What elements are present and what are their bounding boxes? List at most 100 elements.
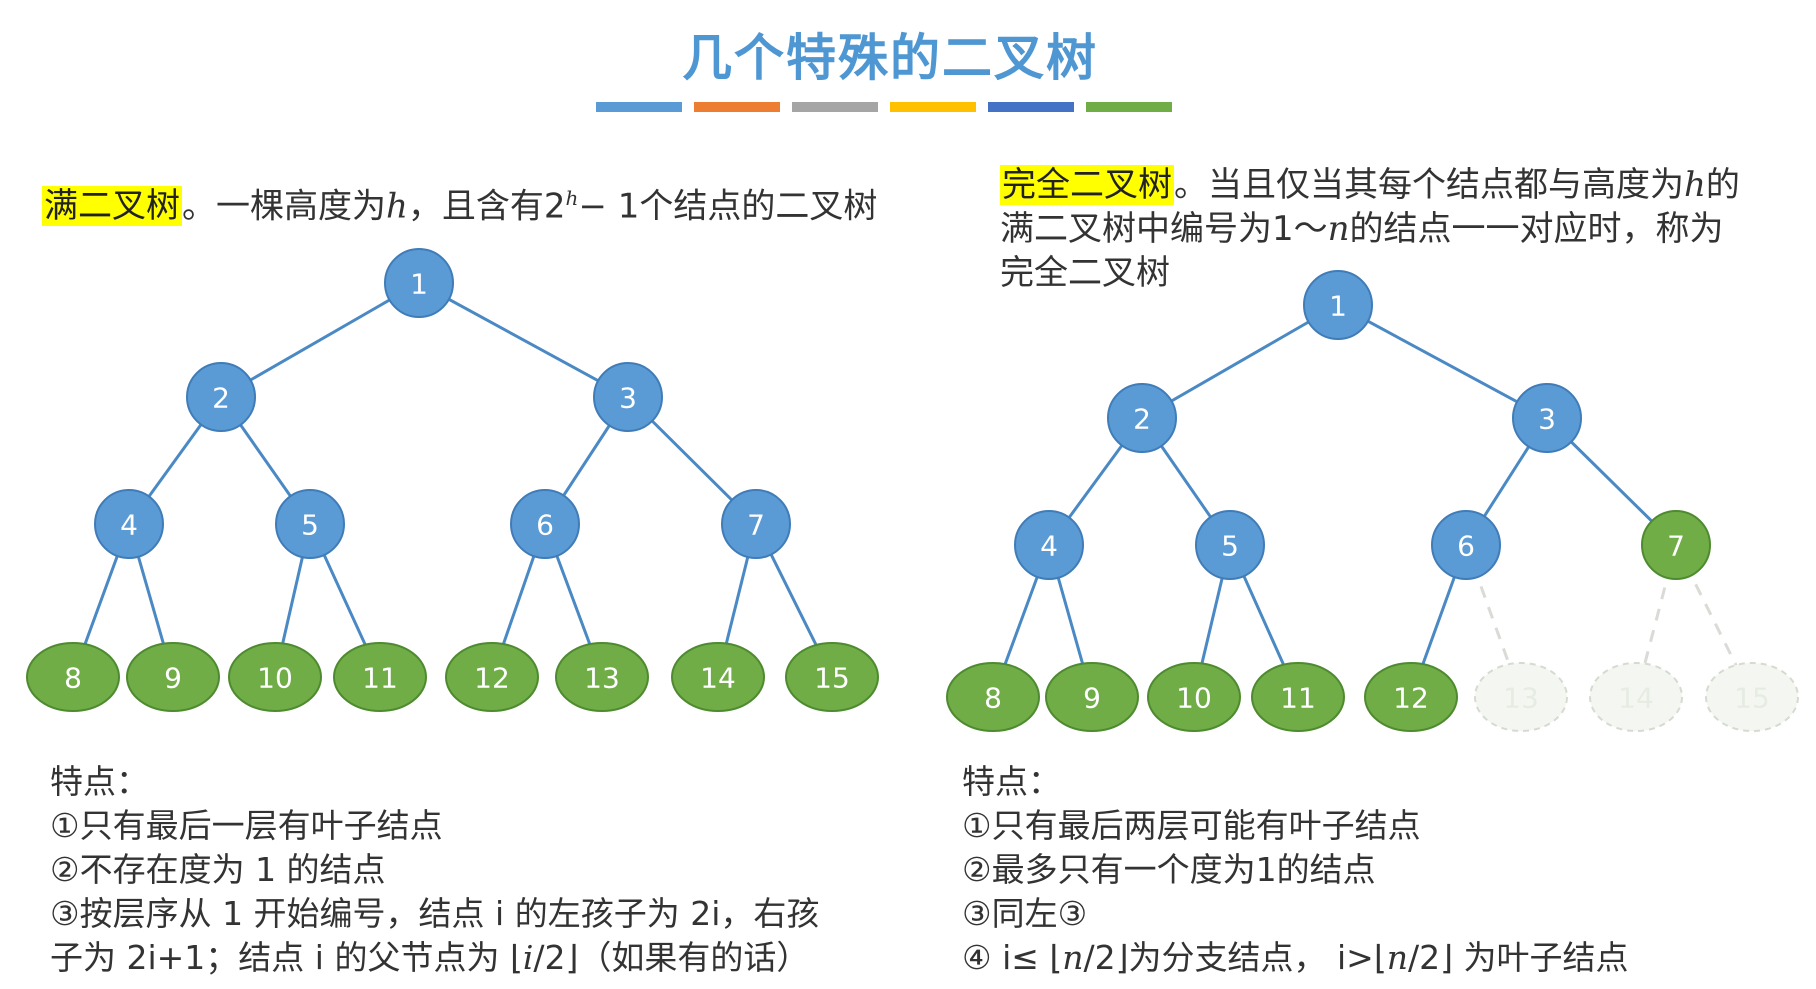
full-node-15 (785, 642, 879, 712)
full-node-label-1: 1 (410, 268, 428, 301)
full-edge-1-3 (418, 281, 629, 399)
complete-def-line2-pre: 满二叉树中编号为1～ (1000, 209, 1328, 249)
full-node-12 (445, 642, 539, 712)
full-node-label-9: 9 (164, 662, 182, 695)
complete-node-4 (1014, 510, 1084, 580)
page-title: 几个特殊的二叉树 (682, 29, 1098, 87)
complete-node-14 (1589, 662, 1683, 732)
full-node-2 (186, 362, 256, 432)
full-node-label-15: 15 (814, 662, 850, 695)
complete-tree-definition: 完全二叉树。当且仅当其每个结点都与高度为h的 满二叉树中编号为1～n的结点一一对… (1000, 163, 1740, 295)
full-node-label-5: 5 (301, 509, 319, 542)
complete-node-11 (1251, 662, 1345, 732)
full-def-post: − 1个结点的二叉树 (578, 186, 878, 227)
complete-node-label-9: 9 (1083, 682, 1101, 715)
full-def-mid: ，且含有2 (407, 186, 566, 227)
full-trait-3b-post: /2⌋（如果有的话） (533, 938, 810, 977)
complete-trait-2: ②最多只有一个度为1的结点 (962, 850, 1376, 889)
complete-def-pre: 。当且仅当其每个结点都与高度为 (1174, 165, 1684, 205)
complete-node-5 (1195, 510, 1265, 580)
complete-node-13 (1474, 662, 1568, 732)
complete-node-15 (1705, 662, 1799, 732)
complete-node-2 (1107, 383, 1177, 453)
full-node-6 (510, 489, 580, 559)
full-node-7 (721, 489, 791, 559)
full-node-3 (593, 362, 663, 432)
complete-node-label-10: 10 (1176, 682, 1212, 715)
complete-node-label-11: 11 (1280, 682, 1316, 715)
complete-tree-term: 完全二叉树 (1000, 165, 1174, 205)
complete-node-12 (1364, 662, 1458, 732)
complete-trait-4: ④ i≤ ⌊n/2⌋为分支结点， i>⌊n/2⌋ 为叶子结点 (962, 936, 1628, 980)
complete-node-label-8: 8 (984, 682, 1002, 715)
full-def-h: h (386, 186, 408, 227)
full-node-label-3: 3 (619, 382, 637, 415)
complete-traits-heading: 特点： (962, 762, 1061, 801)
stripe-blue (596, 102, 682, 112)
full-trait-3b-pre: 子为 2i+1；结点 i 的父节点为 ⌊ (50, 938, 523, 977)
complete-node-1 (1303, 270, 1373, 340)
full-node-1 (384, 248, 454, 318)
full-trait-3b: 子为 2i+1；结点 i 的父节点为 ⌊i/2⌋（如果有的话） (50, 936, 819, 980)
complete-node-label-5: 5 (1221, 530, 1239, 563)
complete-def-line2-post: 的结点一一对应时，称为 (1349, 209, 1724, 249)
stripe-green (1086, 102, 1172, 112)
complete-trait-4-post: /2⌋ 为叶子结点 (1407, 938, 1629, 977)
complete-def-mid: 的 (1705, 165, 1740, 205)
complete-node-10 (1147, 662, 1241, 732)
complete-node-label-12: 12 (1393, 682, 1429, 715)
complete-edge-1-2 (1141, 303, 1339, 420)
complete-node-label-3: 3 (1538, 403, 1556, 436)
complete-def-h: h (1684, 165, 1706, 205)
complete-node-label-14: 14 (1618, 682, 1654, 715)
complete-def-line1: 完全二叉树。当且仅当其每个结点都与高度为h的 (1000, 163, 1740, 207)
stripe-yellow (890, 102, 976, 112)
full-trait-3b-var: i (522, 938, 534, 977)
full-trait-1: ①只有最后一层有叶子结点 (50, 806, 443, 845)
full-tree-term: 满二叉树 (42, 186, 182, 227)
full-node-label-12: 12 (474, 662, 510, 695)
complete-def-line3: 完全二叉树 (1000, 253, 1170, 293)
full-trait-2: ②不存在度为 1 的结点 (50, 850, 386, 889)
stripe-dark-blue (988, 102, 1074, 112)
complete-edge-1-3 (1337, 303, 1548, 420)
complete-node-label-13: 13 (1503, 682, 1539, 715)
full-edge-1-2 (220, 281, 420, 399)
complete-def-n: n (1327, 209, 1350, 249)
complete-trait-4-var2: n (1386, 938, 1408, 977)
complete-def-line2: 满二叉树中编号为1～n的结点一一对应时，称为 (1000, 207, 1740, 251)
full-node-5 (275, 489, 345, 559)
full-tree-definition: 满二叉树。一棵高度为h，且含有2h− 1个结点的二叉树 (42, 176, 877, 228)
full-def-exp: h (565, 186, 579, 210)
complete-node-3 (1512, 383, 1582, 453)
complete-node-label-2: 2 (1133, 403, 1151, 436)
complete-node-label-1: 1 (1329, 290, 1347, 323)
full-node-11 (333, 642, 427, 712)
complete-node-label-4: 4 (1040, 530, 1058, 563)
complete-node-7 (1641, 510, 1711, 580)
full-trait-3a: ③按层序从 1 开始编号，结点 i 的左孩子为 2i，右孩 (50, 894, 820, 933)
complete-trait-1: ①只有最后两层可能有叶子结点 (962, 806, 1421, 845)
full-def-pre: 。一棵高度为 (182, 186, 386, 227)
full-node-label-7: 7 (747, 509, 765, 542)
stripe-orange (694, 102, 780, 112)
full-traits-heading: 特点： (50, 762, 149, 801)
full-node-label-8: 8 (64, 662, 82, 695)
complete-node-label-6: 6 (1457, 530, 1475, 563)
full-node-label-2: 2 (212, 382, 230, 415)
full-node-9 (126, 642, 220, 712)
complete-trait-4-var1: n (1062, 938, 1084, 977)
full-node-8 (26, 642, 120, 712)
full-node-10 (228, 642, 322, 712)
full-node-label-4: 4 (120, 509, 138, 542)
complete-node-9 (1045, 662, 1139, 732)
complete-trait-4-pre: ④ i≤ ⌊ (962, 938, 1063, 977)
full-node-13 (555, 642, 649, 712)
full-node-label-13: 13 (584, 662, 620, 695)
complete-tree-traits: 特点： ①只有最后两层可能有叶子结点 ②最多只有一个度为1的结点 ③同左③ ④ … (962, 760, 1628, 980)
complete-trait-4-mid: /2⌋为分支结点， i>⌊ (1083, 938, 1387, 977)
full-node-label-10: 10 (257, 662, 293, 695)
full-node-14 (671, 642, 765, 712)
